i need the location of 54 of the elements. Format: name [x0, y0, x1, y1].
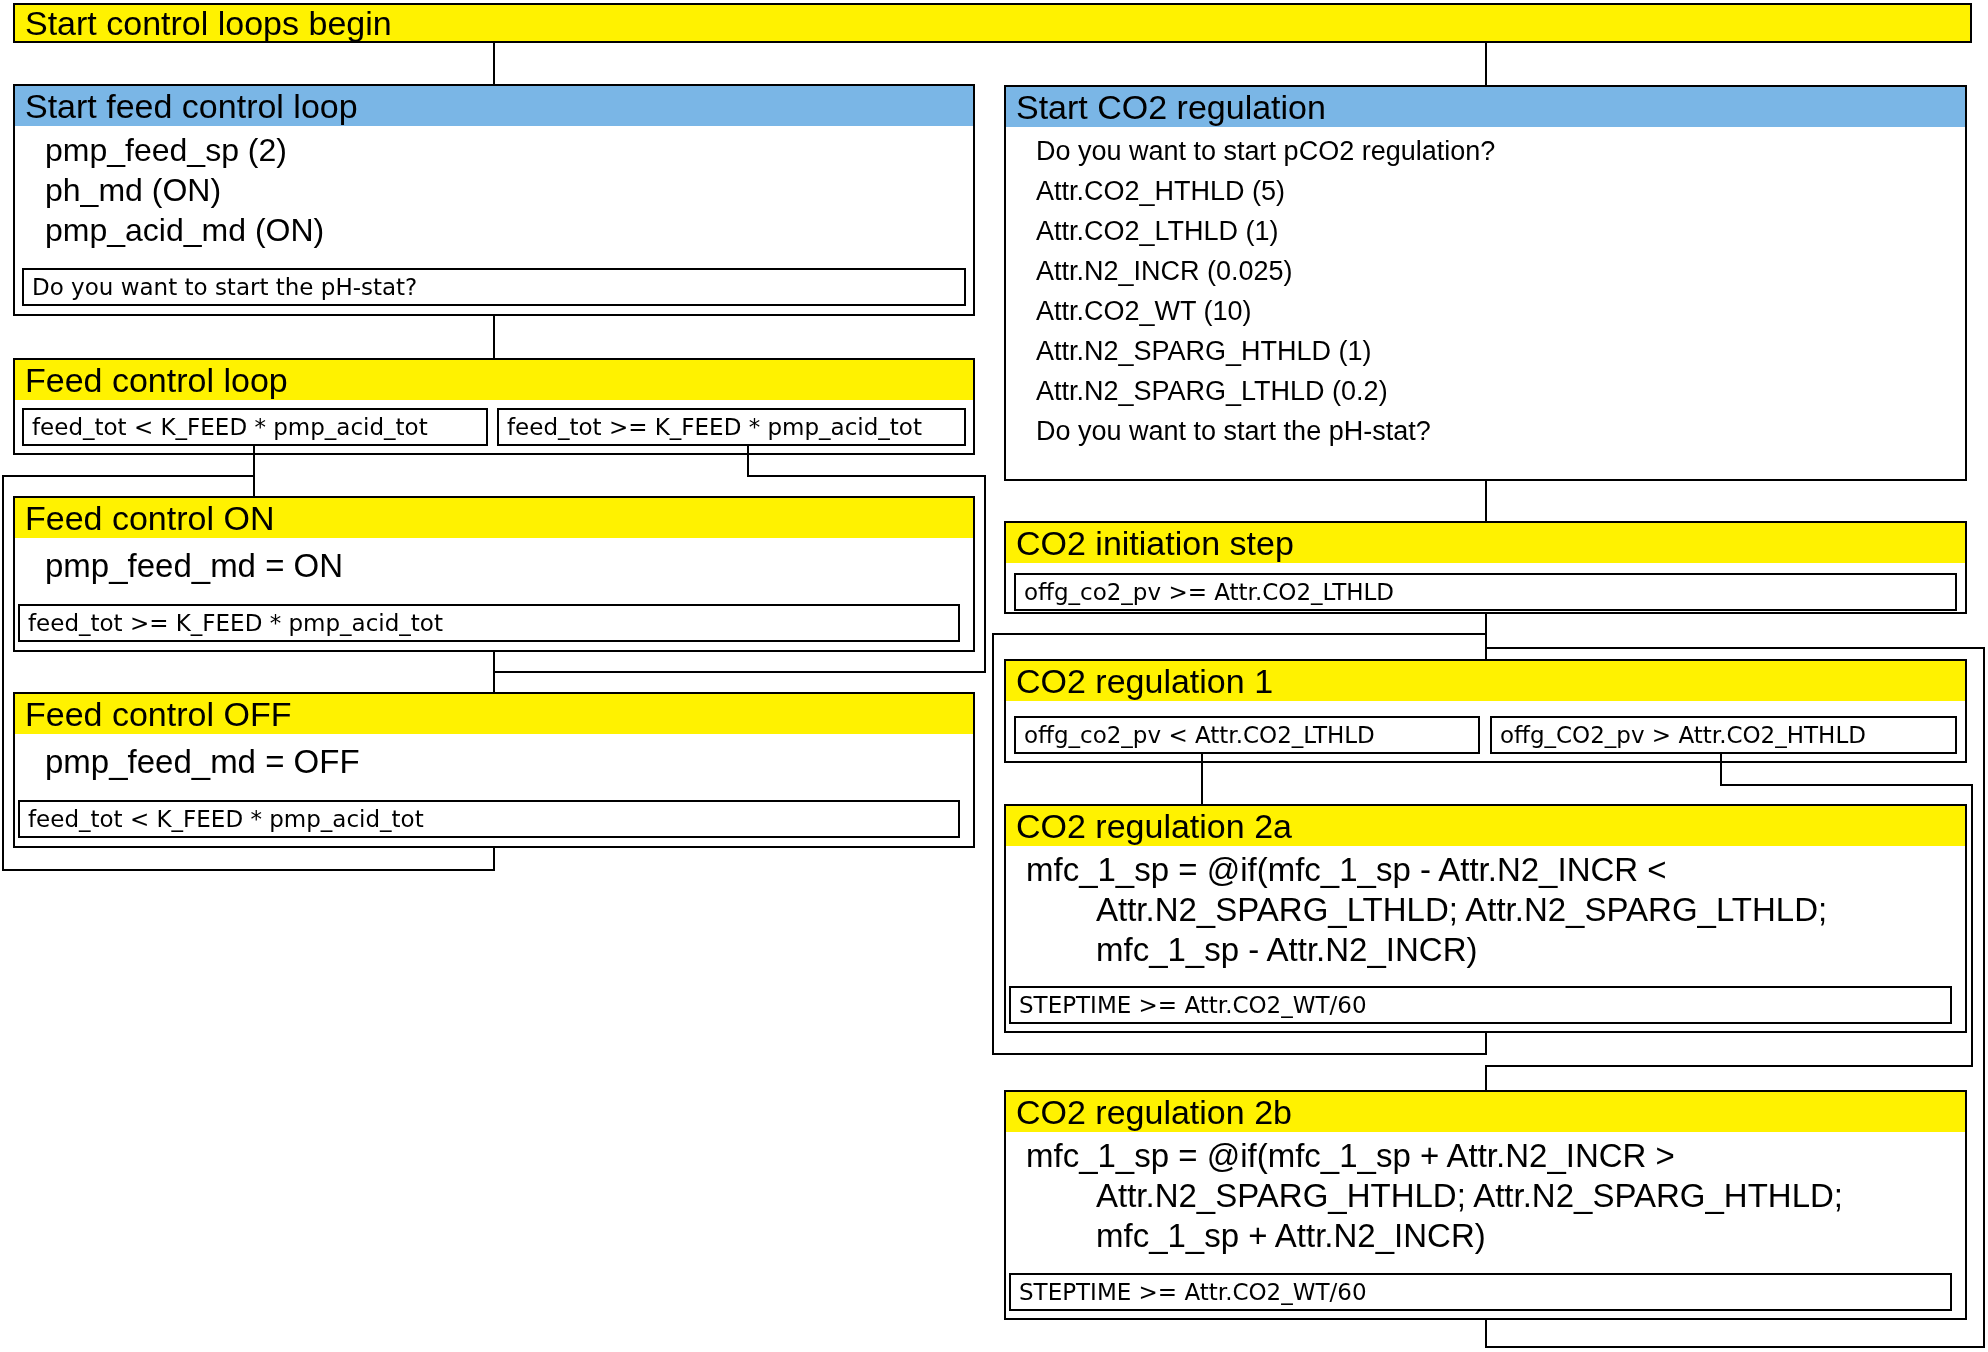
- step-title: Start feed control loop: [15, 86, 973, 126]
- transition-box: feed_tot >= K_FEED * pmp_acid_tot: [18, 604, 960, 642]
- action-text: pmp_feed_md = ON: [44, 546, 345, 586]
- step-title: Feed control OFF: [15, 694, 973, 734]
- step-title: CO2 regulation 2b: [1006, 1092, 1965, 1132]
- connector-line: [1485, 753, 1973, 1091]
- connector-line: [1485, 480, 1487, 522]
- step-box: [1004, 659, 1967, 763]
- connector-line: [992, 633, 1487, 1055]
- transition-box: offg_co2_pv >= Attr.CO2_LTHLD: [1014, 573, 1957, 611]
- action-text: pmp_feed_md = OFF: [44, 742, 361, 782]
- action-text: mfc_1_sp = @if(mfc_1_sp - Attr.N2_INCR < Attr.N2_SPARG_LTHLD; Attr.N2_SPARG_LTHLD; mfc_1_sp - Attr.N2_INCR): [1025, 850, 1829, 970]
- step-box: [13, 358, 975, 455]
- connector-line: [493, 651, 495, 693]
- action-text: ph_md (ON): [44, 171, 223, 210]
- step-title: Feed control loop: [15, 360, 973, 400]
- step-title: Start CO2 regulation: [1006, 87, 1965, 127]
- action-text: Attr.CO2_WT (10): [1035, 295, 1253, 328]
- connector-line: [493, 315, 495, 359]
- step-title: CO2 initiation step: [1006, 523, 1965, 563]
- action-text: pmp_feed_sp (2): [44, 131, 288, 170]
- action-text: Attr.CO2_HTHLD (5): [1035, 175, 1287, 208]
- step-box: [13, 692, 975, 848]
- step-box: [1004, 521, 1967, 614]
- action-text: pmp_acid_md (ON): [44, 211, 326, 250]
- step-title: CO2 regulation 1: [1006, 661, 1965, 701]
- step-title: Feed control ON: [15, 498, 973, 538]
- connector-line: [2, 475, 495, 871]
- action-text: mfc_1_sp = @if(mfc_1_sp + Attr.N2_INCR > Attr.N2_SPARG_HTHLD; Attr.N2_SPARG_HTHLD; mfc_1_sp + Attr.N2_INCR): [1025, 1136, 1844, 1256]
- action-text: Attr.N2_SPARG_LTHLD (0.2): [1035, 375, 1389, 408]
- action-text: Attr.N2_SPARG_HTHLD (1): [1035, 335, 1373, 368]
- transition-box: STEPTIME >= Attr.CO2_WT/60: [1009, 986, 1952, 1024]
- action-text: Attr.N2_INCR (0.025): [1035, 255, 1294, 288]
- transition-box: STEPTIME >= Attr.CO2_WT/60: [1009, 1273, 1952, 1311]
- step-box: [13, 84, 975, 316]
- transition-box: feed_tot < K_FEED * pmp_acid_tot: [18, 800, 960, 838]
- action-text: Do you want to start the pH-stat?: [1035, 415, 1432, 448]
- action-text: Do you want to start pCO2 regulation?: [1035, 135, 1497, 168]
- connector-line: [493, 42, 495, 85]
- step-box: [1004, 85, 1967, 481]
- connector-line: [1485, 42, 1487, 86]
- transition-box: feed_tot >= K_FEED * pmp_acid_tot: [497, 408, 966, 446]
- title-banner: Start control loops begin: [13, 3, 1972, 43]
- step-box: [13, 496, 975, 652]
- transition-box: feed_tot < K_FEED * pmp_acid_tot: [22, 408, 488, 446]
- action-text: Attr.CO2_LTHLD (1): [1035, 215, 1280, 248]
- transition-box: offg_CO2_pv > Attr.CO2_HTHLD: [1490, 716, 1957, 754]
- connector-line: [1201, 753, 1203, 805]
- connector-line: [1485, 647, 1985, 1348]
- transition-box: offg_co2_pv < Attr.CO2_LTHLD: [1014, 716, 1480, 754]
- transition-box: Do you want to start the pH-stat?: [22, 268, 966, 306]
- step-box: [1004, 804, 1967, 1033]
- step-box: [1004, 1090, 1967, 1320]
- step-title: CO2 regulation 2a: [1006, 806, 1965, 846]
